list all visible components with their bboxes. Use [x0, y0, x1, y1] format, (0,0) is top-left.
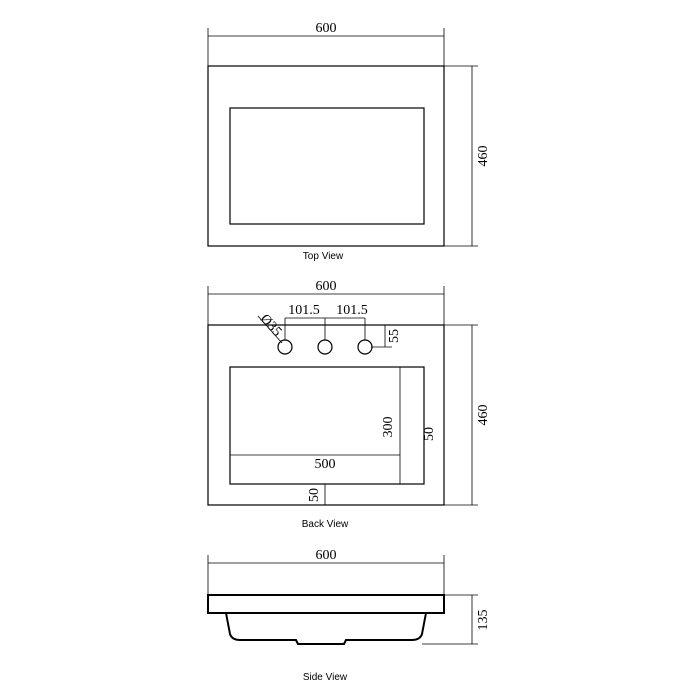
basin-width-label: 500 [315, 457, 336, 472]
side-view: 600 135 Side View [207, 548, 491, 683]
back-width-label: 600 [316, 279, 337, 294]
basin-height-label: 300 [381, 417, 396, 438]
side-counter-slab [207, 594, 445, 614]
back-height-label: 460 [476, 405, 491, 426]
tap-hole-right [357, 339, 373, 355]
hole-offset-label: 55 [387, 329, 402, 343]
back-basin-outline [229, 366, 425, 485]
back-view-caption: Back View [302, 519, 349, 530]
top-basin-outline [229, 107, 425, 225]
side-width-label: 600 [316, 548, 337, 563]
hole-spacing-right-label: 101.5 [336, 303, 368, 318]
side-basin-bowl [225, 612, 427, 645]
back-view: 600 101.5 101.5 Ø35 55 500 300 50 [207, 279, 491, 530]
top-width-label: 600 [316, 21, 337, 36]
side-height-label: 135 [476, 610, 491, 631]
side-view-caption: Side View [303, 672, 348, 683]
hole-diameter-leader [257, 315, 283, 344]
hole-diameter-label: Ø35 [257, 312, 284, 340]
top-view: 600 460 Top View [207, 21, 491, 262]
tap-hole-left [277, 339, 293, 355]
tap-hole-center [317, 339, 333, 355]
top-view-caption: Top View [303, 251, 344, 262]
right-margin-label: 50 [422, 427, 437, 441]
bottom-margin-label: 50 [307, 488, 322, 502]
back-outer-outline [207, 324, 445, 506]
hole-spacing-left-label: 101.5 [288, 303, 320, 318]
top-height-label: 460 [476, 146, 491, 167]
top-outer-outline [207, 65, 445, 247]
